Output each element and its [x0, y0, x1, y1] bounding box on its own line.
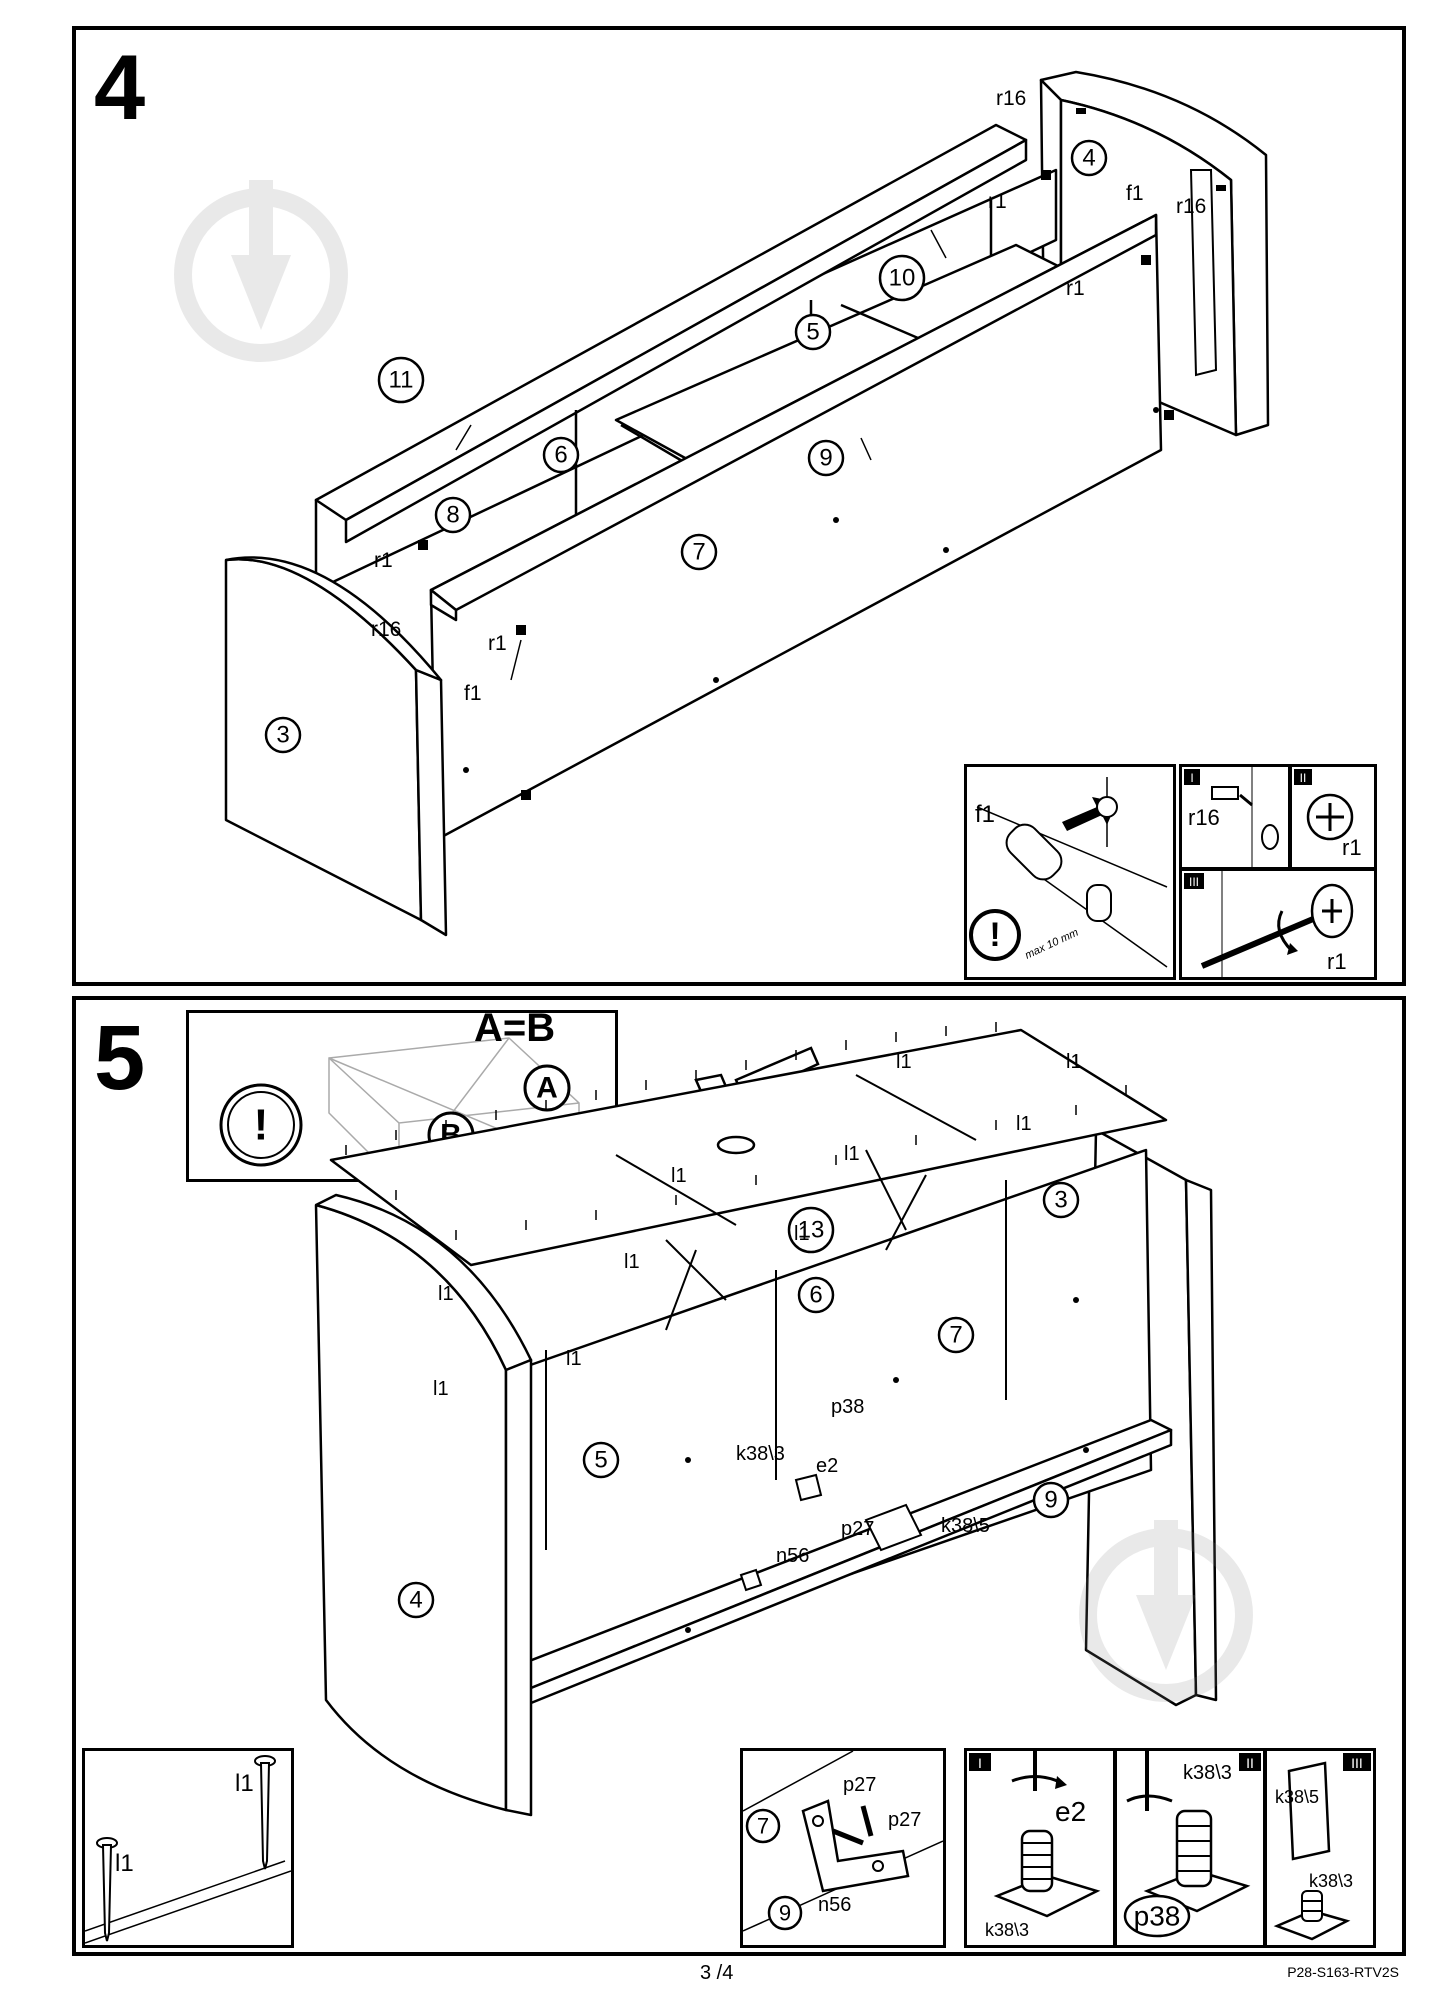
bracket-part-7: 7 — [757, 1814, 769, 1839]
foot2-k38-3: k38\3 — [1183, 1762, 1232, 1784]
document-code: P28-S163-RTV2S — [1287, 1964, 1399, 1980]
foot3-k38-3: k38\3 — [1309, 1871, 1353, 1891]
part-6: 6 — [809, 1282, 822, 1309]
hw-r16-a: r16 — [996, 87, 1026, 110]
detail-III-box: III r1 — [1179, 868, 1377, 980]
nails-l1-a: l1 — [235, 1770, 254, 1797]
hw-e2: e2 — [816, 1455, 838, 1477]
step-5-callouts: 3 4 5 6 7 9 13 l1 l1 l1 l1 l1 l1 l1 l1 l… — [397, 1051, 1082, 1619]
part-10: 10 — [889, 265, 916, 292]
detail-bracket-box: 7 9 p27 p27 n56 — [740, 1748, 946, 1948]
detail-r16-label: r16 — [1188, 805, 1220, 830]
diagonal-check-box: ! A=B A B — [186, 1010, 618, 1182]
roman-III: III — [1351, 1755, 1363, 1771]
bracket-n56: n56 — [818, 1894, 851, 1916]
bracket-p27-a: p27 — [843, 1774, 876, 1796]
nail-l1-h: l1 — [438, 1283, 454, 1305]
hw-r1-c: r1 — [374, 549, 393, 572]
nail-l1-b: l1 — [1066, 1051, 1082, 1073]
step-number: 5 — [94, 1007, 146, 1109]
nail-l1-i: l1 — [566, 1348, 582, 1370]
part-9: 9 — [819, 445, 832, 472]
roman-III: III — [1189, 875, 1199, 889]
detail-foot-I-box: I e2 k38\3 — [964, 1748, 1116, 1948]
detail-r1-label-b: r1 — [1327, 949, 1347, 974]
part-8: 8 — [446, 502, 459, 529]
foot1-e2: e2 — [1055, 1796, 1086, 1827]
step-4-drawing — [224, 70, 1270, 937]
hw-r16-c: r16 — [371, 618, 401, 641]
hw-k38-3: k38\3 — [736, 1443, 785, 1465]
check-title: A=B — [474, 1013, 555, 1050]
nail-l1-e: l1 — [844, 1143, 860, 1165]
hw-f1-a: f1 — [1126, 182, 1144, 205]
hw-r1-d: r1 — [488, 632, 507, 655]
part-5: 5 — [594, 1447, 607, 1474]
nail-l1-f: l1 — [794, 1223, 810, 1245]
roman-II: II — [1246, 1755, 1254, 1771]
detail-foot-III-box: III k38\5 k38\3 — [1264, 1748, 1376, 1948]
hw-k38-5: k38\5 — [941, 1515, 990, 1537]
part-5: 5 — [806, 319, 819, 346]
hw-r1-a: r1 — [988, 190, 1007, 213]
part-3: 3 — [1054, 1187, 1067, 1214]
hw-p27: p27 — [841, 1518, 874, 1540]
step-5-drawing — [314, 1022, 1218, 1817]
warning-icon: ! — [989, 916, 1000, 954]
part-13: 13 — [798, 1217, 825, 1244]
step-4-panel: 4 — [72, 26, 1406, 986]
part-6: 6 — [554, 442, 567, 469]
hw-n56: n56 — [776, 1545, 809, 1567]
step-5-panel: 5 ! A=B A B — [72, 996, 1406, 1956]
warning-icon: ! — [254, 1101, 269, 1150]
page-number: 3 /4 — [700, 1962, 734, 1984]
nail-l1-d: l1 — [671, 1165, 687, 1187]
hw-r16-b: r16 — [1176, 195, 1206, 218]
detail-foot-II-box: II k38\3 p38 — [1114, 1748, 1266, 1948]
detail-r1-label-a: r1 — [1342, 835, 1362, 860]
part-4: 4 — [409, 1587, 422, 1614]
roman-II: II — [1300, 771, 1307, 785]
check-a: A — [536, 1072, 558, 1105]
roman-I: I — [978, 1755, 982, 1771]
detail-max-label: max 10 mm — [1023, 927, 1080, 962]
part-7: 7 — [949, 1322, 962, 1349]
hw-r1-b: r1 — [1066, 277, 1085, 300]
foot2-p38: p38 — [1134, 1901, 1181, 1932]
step-4-callouts: 3 4 5 6 7 8 9 10 11 r16 r1 f1 r16 r1 r1 … — [264, 87, 1206, 754]
nails-l1-b: l1 — [115, 1850, 134, 1877]
part-7: 7 — [692, 539, 705, 566]
rail-11-front — [344, 138, 1028, 544]
nail-l1-j: l1 — [433, 1378, 449, 1400]
foot1-k38-3: k38\3 — [985, 1920, 1029, 1940]
nail-l1-c: l1 — [1016, 1113, 1032, 1135]
watermark-icon — [174, 180, 348, 362]
detail-f1-label: f1 — [975, 801, 995, 828]
step-number: 4 — [94, 37, 146, 139]
detail-nails-box: l1 l1 — [82, 1748, 294, 1948]
part-3: 3 — [276, 722, 289, 749]
nail-l1-g: l1 — [624, 1251, 640, 1273]
detail-f1-box: ! f1 max 10 mm — [964, 764, 1176, 980]
part-11: 11 — [389, 367, 414, 394]
nail-l1-a: l1 — [896, 1051, 912, 1073]
part-9: 9 — [1044, 1487, 1057, 1514]
bracket-part-9: 9 — [779, 1901, 791, 1926]
hw-p38: p38 — [831, 1396, 864, 1418]
detail-I-box: I r16 — [1179, 764, 1291, 870]
foot3-k38-5: k38\5 — [1275, 1787, 1319, 1807]
roman-I: I — [1190, 771, 1193, 785]
detail-II-box: II r1 — [1289, 764, 1377, 870]
part-4: 4 — [1082, 145, 1095, 172]
hw-f1-b: f1 — [464, 682, 482, 705]
bracket-p27-b: p27 — [888, 1809, 921, 1831]
watermark-icon — [1079, 1520, 1253, 1702]
